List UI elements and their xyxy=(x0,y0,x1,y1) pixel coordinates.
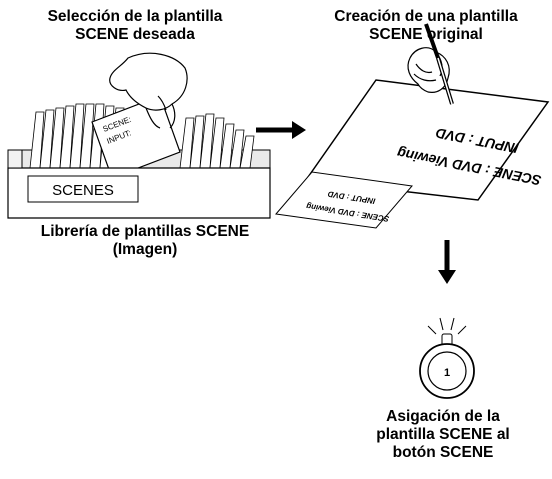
caption-select-template: Selección de la plantilla SCENE deseada xyxy=(47,8,223,43)
light-rays-icon xyxy=(427,317,467,335)
scene-button: 1 xyxy=(419,317,475,399)
caption-assign-to-button: Asigación de la plantilla SCENE al botón… xyxy=(376,408,510,461)
caption-template-library: Librería de plantillas SCENE (Imagen) xyxy=(40,223,250,258)
hand-icon xyxy=(109,52,188,129)
small-template: SCENE : DVD Viewing INPUT : DVD xyxy=(275,171,413,229)
box-label: SCENES xyxy=(52,182,114,199)
button-number: 1 xyxy=(444,367,450,379)
template-library-box: SCENE: INPUT: SCENES xyxy=(7,52,271,219)
arrow-right-icon xyxy=(256,121,306,139)
arrow-down-icon xyxy=(438,240,456,284)
pen-icon xyxy=(424,23,454,105)
picked-card: SCENE: INPUT: xyxy=(91,95,181,179)
caption-create-template: Creación de una plantilla SCENE original xyxy=(334,8,518,43)
